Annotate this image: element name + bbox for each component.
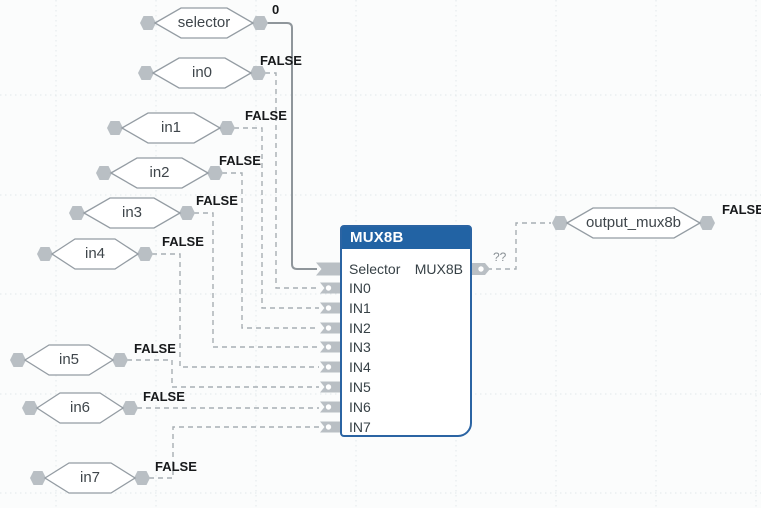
output-variable-output_mux8b-right-connector[interactable] — [699, 216, 715, 230]
block-input-label-in5: IN5 — [349, 379, 371, 395]
block-input-label-in0: IN0 — [349, 280, 371, 296]
wire-in7[interactable] — [149, 426, 319, 479]
wire-in0[interactable] — [265, 72, 319, 289]
block-input-label-in6: IN6 — [349, 399, 371, 415]
pin-dot-in5 — [325, 384, 332, 390]
pin-dot-in4 — [325, 364, 332, 370]
wire-in2[interactable] — [222, 172, 319, 329]
wire-in4[interactable] — [152, 253, 319, 368]
output-variable-output_mux8b-shape[interactable] — [565, 207, 702, 239]
wire-selector[interactable] — [267, 22, 317, 270]
input-variable-in5-left-connector[interactable] — [10, 353, 26, 367]
block-input-label-in3: IN3 — [349, 339, 371, 355]
pin-dot-in1 — [325, 305, 332, 311]
wire-in5[interactable] — [127, 359, 319, 388]
input-variable-in7-right-connector[interactable] — [134, 471, 150, 485]
wire-output_mux8b[interactable] — [487, 222, 551, 270]
input-variable-in1-shape[interactable] — [120, 112, 222, 144]
input-variable-in1-right-connector[interactable] — [219, 121, 235, 135]
output-variable-output_mux8b-left-connector[interactable] — [552, 216, 568, 230]
input-variable-in2-shape[interactable] — [109, 157, 210, 189]
input-variable-selector-left-connector[interactable] — [140, 16, 156, 30]
pin-dot-in0 — [325, 285, 332, 291]
input-variable-selector-right-connector[interactable] — [252, 16, 268, 30]
input-variable-in3-shape[interactable] — [82, 197, 182, 229]
pin-dot-in3 — [325, 344, 332, 350]
block-input-label-selector: Selector — [349, 261, 401, 277]
input-variable-in2-right-connector[interactable] — [207, 166, 223, 180]
input-variable-in6-left-connector[interactable] — [22, 401, 38, 415]
input-variable-in6-right-connector[interactable] — [122, 401, 138, 415]
block-input-label-in4: IN4 — [349, 359, 371, 375]
pin-dot-in7 — [325, 424, 332, 430]
block-input-label-in7: IN7 — [349, 419, 371, 435]
pin-selector[interactable] — [316, 262, 341, 276]
input-variable-in7-left-connector[interactable] — [30, 471, 46, 485]
input-variable-in0-shape[interactable] — [151, 57, 253, 89]
input-variable-selector-shape[interactable] — [153, 7, 255, 39]
wire-in1[interactable] — [234, 127, 319, 309]
input-variable-in4-shape[interactable] — [50, 238, 140, 270]
pin-dot-output — [478, 266, 484, 272]
input-variable-in3-right-connector[interactable] — [179, 206, 195, 220]
input-variable-in3-left-connector[interactable] — [69, 206, 85, 220]
block-output-label: MUX8B — [414, 261, 463, 277]
input-variable-in0-right-connector[interactable] — [250, 66, 266, 80]
input-variable-in5-shape[interactable] — [23, 344, 115, 376]
input-variable-in4-left-connector[interactable] — [37, 247, 53, 261]
input-variable-in7-shape[interactable] — [43, 462, 137, 494]
pin-dot-in2 — [325, 325, 332, 331]
pin-dot-in6 — [325, 404, 332, 410]
input-variable-in6-shape[interactable] — [35, 392, 125, 424]
input-variable-in4-right-connector[interactable] — [137, 247, 153, 261]
input-variable-in0-left-connector[interactable] — [138, 66, 154, 80]
block-title: MUX8B — [342, 227, 470, 249]
input-variable-in2-left-connector[interactable] — [96, 166, 112, 180]
input-variable-in1-left-connector[interactable] — [107, 121, 123, 135]
input-variable-in5-right-connector[interactable] — [112, 353, 128, 367]
block-input-label-in1: IN1 — [349, 300, 371, 316]
block-input-label-in2: IN2 — [349, 320, 371, 336]
wire-in3[interactable] — [194, 212, 319, 348]
